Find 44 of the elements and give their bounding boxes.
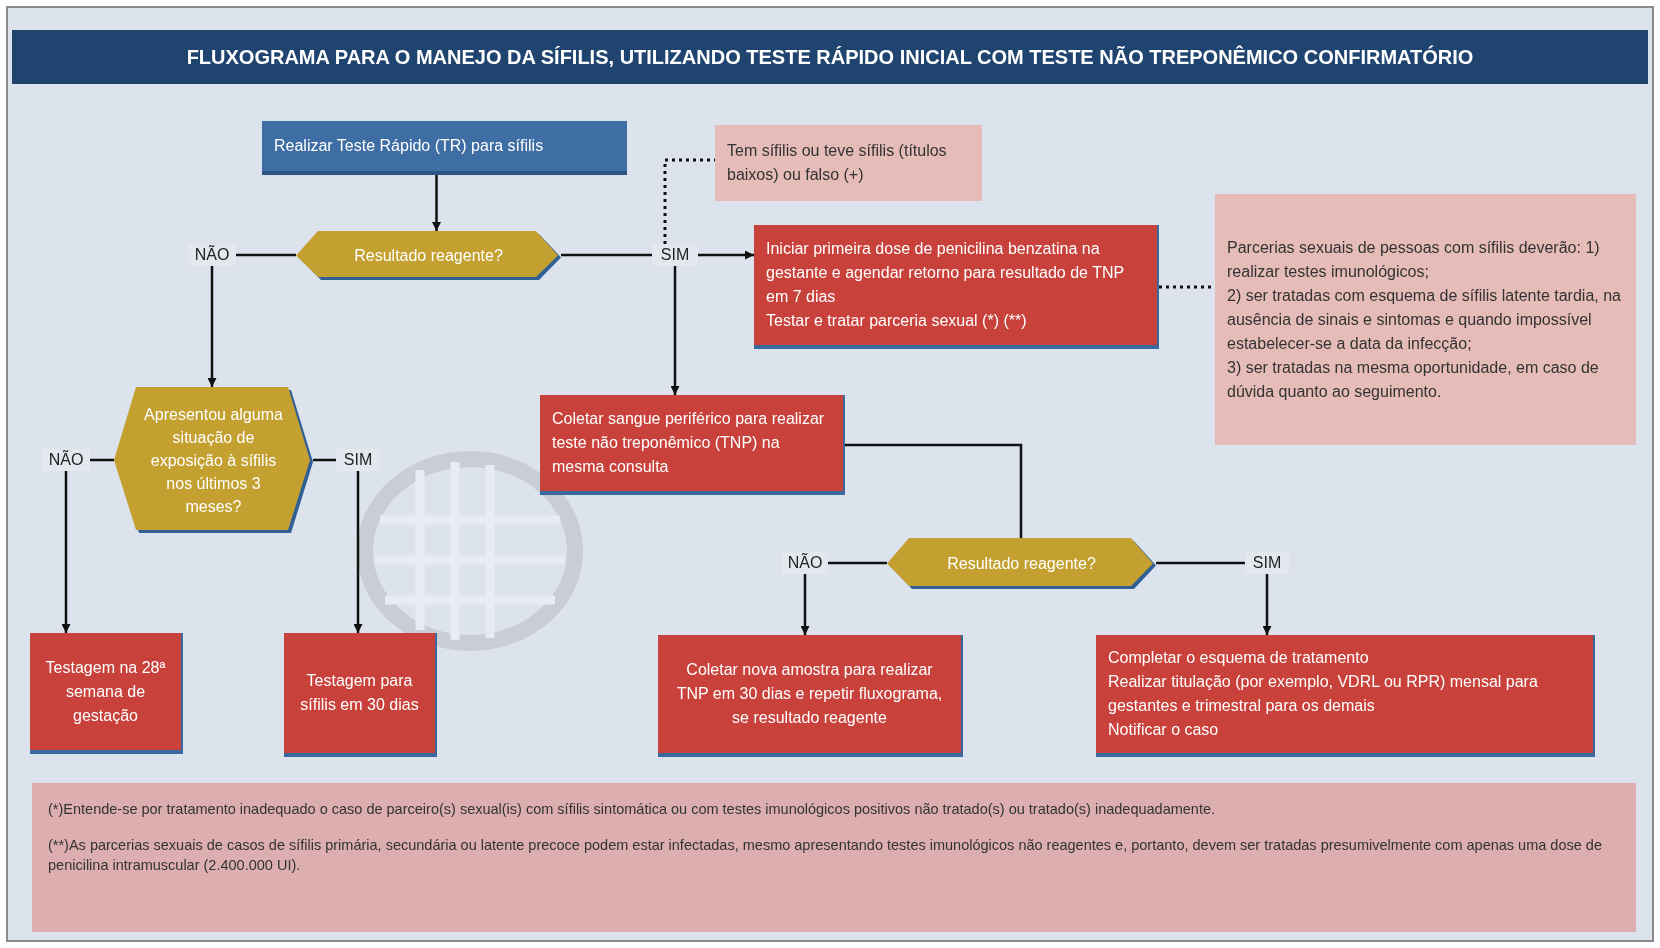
arrow — [1262, 574, 1272, 635]
node-text: Coletar sangue periférico para realizar teste não treponêmico (TNP) na mesma consulta — [552, 409, 826, 477]
node-text: 2) ser tratadas com esquema de sífilis latente tardia, na ausência de sinais e sintomas e quando impossível estabelecer-se a data da infecção; — [1227, 285, 1622, 354]
footnote-text: (**)As parcerias sexuais de casos de sífilis primária, secundária ou latente precoce podem estar infectadas, mesmo apresentando testes imunológicos não reagentes e, portanto, devem ser tratadas presumivelmente com apenas uma dose de penicilina intramuscular (2.400.000 UI). — [48, 836, 1603, 875]
process-box — [30, 633, 183, 754]
branch-label: SIM — [1245, 552, 1289, 574]
decision-hexagon: Resultado reagente? — [296, 231, 561, 280]
arrow — [207, 266, 217, 387]
node-text: Parcerias sexuais de pessoas com sífilis deverão: 1) realizar testes imunológicos; — [1227, 237, 1601, 282]
process-box — [658, 635, 963, 757]
branch-label: NÃO — [42, 449, 90, 471]
branch-label: SIM — [336, 449, 380, 471]
node-text: Realizar titulação (por exemplo, VDRL ou RPR) mensal para gestantes e trimestral para os demais — [1108, 672, 1539, 716]
node-text: Completar o esquema de tratamento — [1108, 648, 1369, 668]
node-text: Notificar o caso — [1108, 720, 1219, 740]
process-box — [754, 225, 1159, 349]
arrow — [800, 574, 810, 635]
decision-hexagon: Apresentou alguma situação de exposição à sífilis nos últimos 3 meses? — [114, 387, 313, 533]
process-box — [1096, 635, 1595, 757]
node-text: 3) ser tratadas na mesma oportunidade, em caso de dúvida quanto ao seguimento. — [1227, 357, 1600, 402]
node-text: Testar e tratar parceria sexual (*) (**) — [766, 311, 1027, 331]
arrow — [61, 471, 71, 633]
node-text: Testagem na 28ª semana de gestação — [44, 657, 167, 726]
branch-label: SIM — [652, 244, 698, 266]
node-text: Coletar nova amostra para realizar TNP em 30 dias e repetir fluxograma, se resultado reagente — [675, 660, 944, 728]
title-banner: FLUXOGRAMA PARA O MANEJO DA SÍFILIS, UTILIZANDO TESTE RÁPIDO INICIAL COM TESTE NÃO TREPONÊMICO CONFIRMATÓRIO — [12, 30, 1648, 84]
node-text: Testagem para sífilis em 30 dias — [299, 671, 420, 715]
node-text: Realizar Teste Rápido (TR) para sífilis — [274, 136, 544, 156]
branch-label: NÃO — [782, 552, 828, 574]
note-box — [1215, 194, 1636, 445]
note-box — [715, 125, 982, 201]
process-box — [540, 395, 845, 495]
node-text: Tem sífilis ou teve sífilis (títulos baixos) ou falso (+) — [727, 141, 948, 185]
footnote-text: (*)Entende-se por tratamento inadequado o caso de parceiro(s) sexual(is) com sífilis sintomática ou com testes imunológicos positivos não tratado(s) ou tratado(s) inadequadamente. — [48, 800, 1217, 819]
arrow — [698, 250, 754, 260]
decision-hexagon: Resultado reagente? — [887, 538, 1156, 589]
arrow — [353, 471, 363, 633]
arrow — [432, 175, 441, 231]
node-text: Iniciar primeira dose de penicilina benzatina na gestante e agendar retorno para resultado de TNP em 7 dias — [766, 239, 1125, 307]
process-box — [262, 121, 627, 175]
arrow — [670, 266, 680, 395]
branch-label: NÃO — [188, 244, 236, 266]
footnote-panel — [32, 783, 1636, 932]
process-box — [284, 633, 437, 757]
